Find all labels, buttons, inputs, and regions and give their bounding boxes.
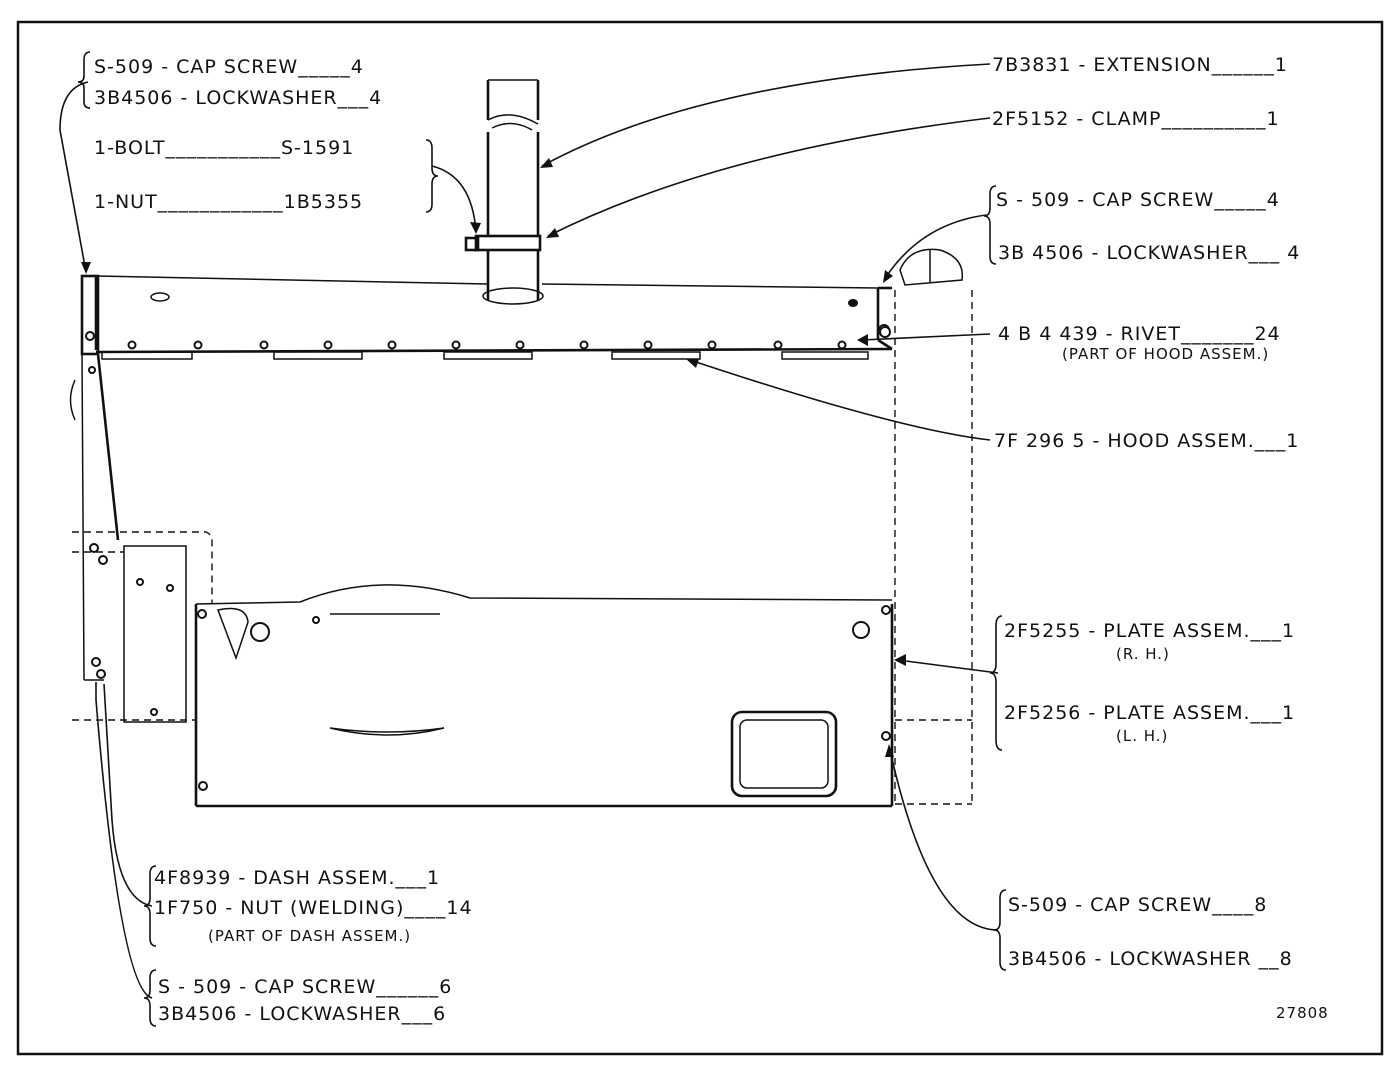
label-tr-lockwasher: 3B 4506 - LOCKWASHER___ 4 <box>998 242 1300 264</box>
label-bl-capscrew: S - 509 - CAP SCREW______6 <box>158 976 452 998</box>
label-nut-welding-note: (PART OF DASH ASSEM.) <box>208 927 411 945</box>
label-plate-rh-side: (R. H.) <box>1116 645 1170 663</box>
hood-and-dash-drawing <box>69 79 973 808</box>
figure-border <box>16 20 1384 1056</box>
dash-assembly <box>72 531 894 808</box>
label-extension: 7B3831 - EXTENSION______1 <box>992 54 1288 76</box>
callouts: S-509 - CAP SCREW_____4 3B4506 - LOCKWAS… <box>94 54 1329 1025</box>
label-rivet: 4 B 4 439 - RIVET_______24 <box>998 323 1281 345</box>
label-dash: 4F8939 - DASH ASSEM.___1 <box>154 867 440 889</box>
label-plate-lh-side: (L. H.) <box>1116 727 1168 745</box>
label-plate-lh: 2F5256 - PLATE ASSEM.___1 <box>1004 702 1295 724</box>
label-bl-lockwasher: 3B4506 - LOCKWASHER___6 <box>158 1003 446 1025</box>
label-nut-welding: 1F750 - NUT (WELDING)____14 <box>154 897 473 919</box>
right-side-panel <box>878 248 973 805</box>
label-tl-capscrew: S-509 - CAP SCREW_____4 <box>94 56 364 78</box>
label-plate-rh: 2F5255 - PLATE ASSEM.___1 <box>1004 620 1295 642</box>
label-clamp: 2F5152 - CLAMP__________1 <box>992 108 1280 130</box>
label-br-lockwasher: 3B4506 - LOCKWASHER __8 <box>1008 948 1293 970</box>
exhaust-extension <box>482 79 544 305</box>
label-br-capscrew: S-509 - CAP SCREW____8 <box>1008 894 1267 916</box>
label-rivet-note: (PART OF HOOD ASSEM.) <box>1062 345 1269 363</box>
hood-assembly <box>94 275 893 360</box>
label-nut: 1-NUT____________1B5355 <box>94 191 363 213</box>
label-tr-capscrew: S - 509 - CAP SCREW_____4 <box>996 189 1280 211</box>
left-side-strip <box>69 274 120 681</box>
rivet-row <box>127 340 847 350</box>
clamp <box>464 234 542 252</box>
leader-lines <box>59 63 999 999</box>
label-braces <box>77 51 1007 1027</box>
figure-number: 27808 <box>1276 1004 1329 1022</box>
label-hood: 7F 296 5 - HOOD ASSEM.___1 <box>994 430 1299 452</box>
label-bolt: 1-BOLT___________S-1591 <box>94 137 354 159</box>
label-tl-lockwasher: 3B4506 - LOCKWASHER___4 <box>94 87 382 109</box>
dash-opening <box>730 710 838 798</box>
